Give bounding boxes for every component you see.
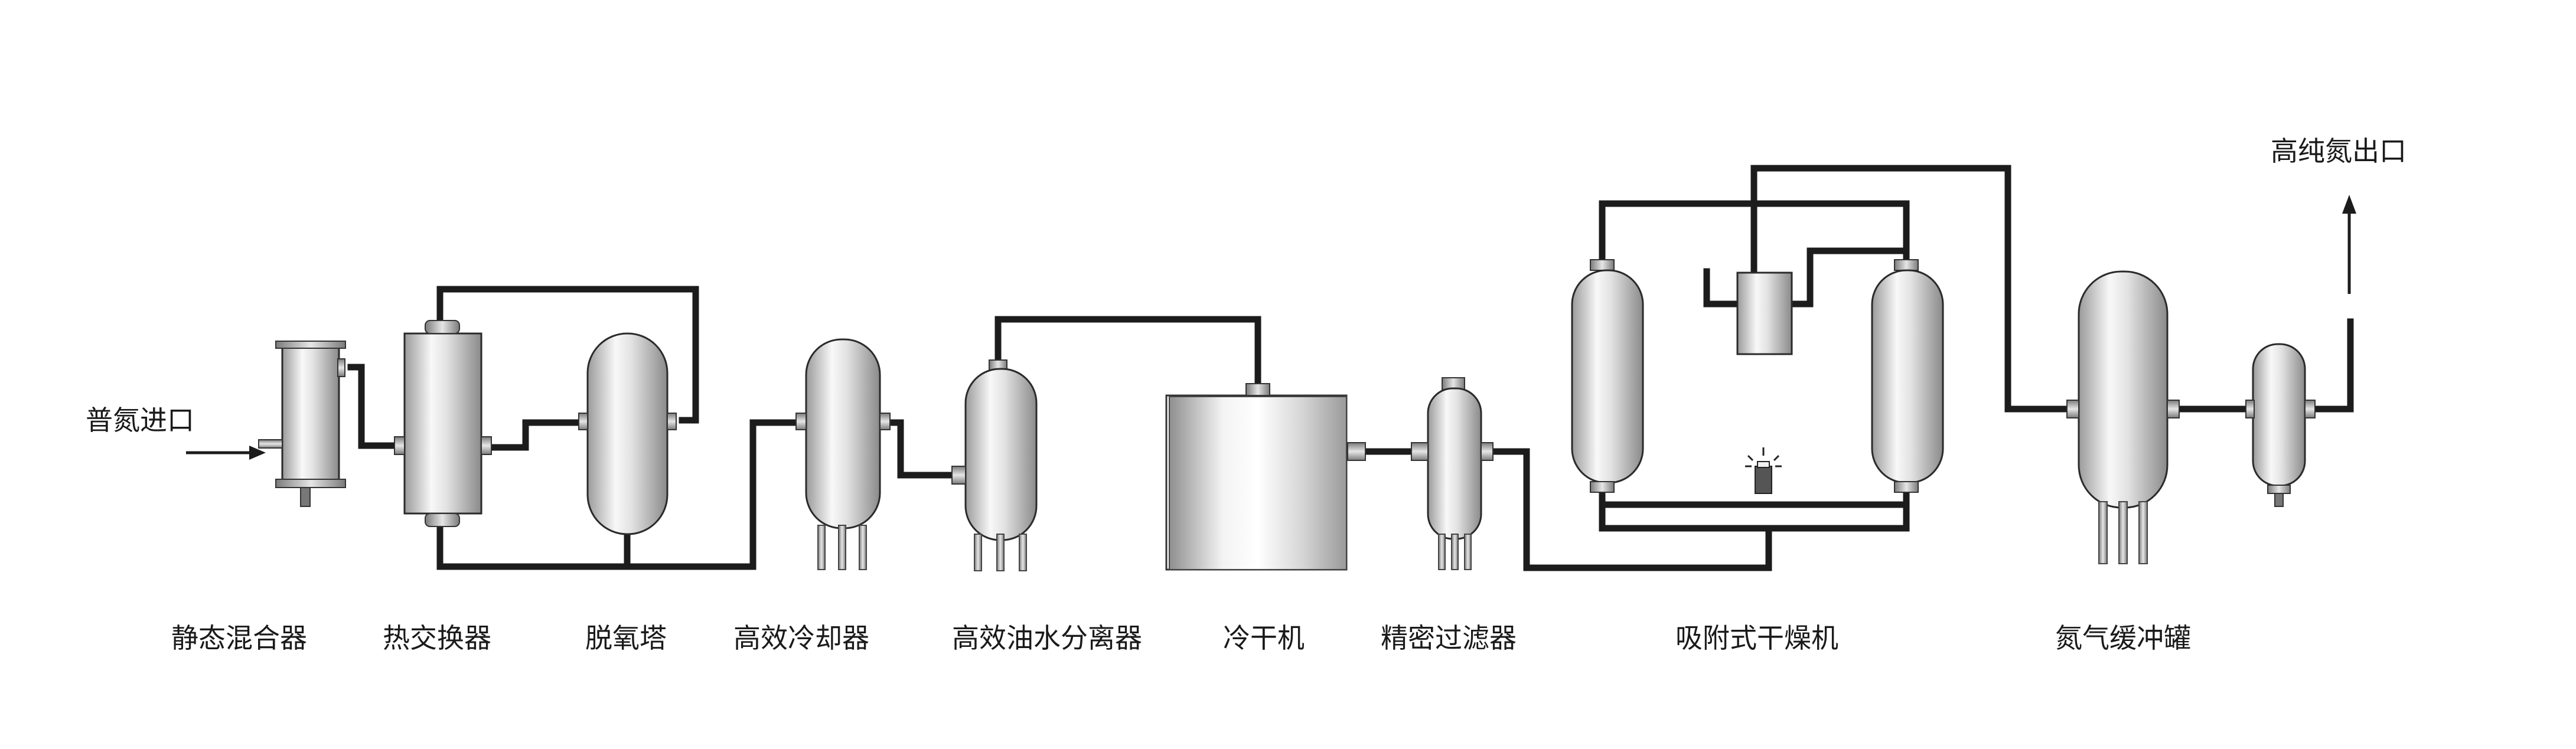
inlet-label: 普氮进口 <box>86 404 194 436</box>
label-static-mixer: 静态混合器 <box>171 622 307 654</box>
label-heat-exchanger: 热交换器 <box>383 622 491 654</box>
refrigerated-dryer <box>1165 383 1366 571</box>
outlet-arrow <box>2342 195 2356 294</box>
warning-light-icon <box>1745 447 1782 494</box>
label-adsorption-dryer: 吸附式干燥机 <box>1675 622 1838 654</box>
outlet-filter <box>2245 343 2316 507</box>
label-nitrogen-buffer-tank: 氮气缓冲罐 <box>2055 622 2191 654</box>
outlet-label: 高纯氮出口 <box>2271 135 2407 167</box>
oil-water-separator <box>951 359 1038 571</box>
deoxygenation-tower <box>578 332 677 535</box>
precision-filter <box>1411 377 1494 570</box>
nitrogen-buffer-tank <box>2066 270 2180 564</box>
heat-exchanger <box>394 320 492 527</box>
label-high-efficiency-cooler: 高效冷却器 <box>733 622 869 654</box>
static-mixer <box>258 341 346 507</box>
label-oil-water-separator: 高效油水分离器 <box>952 622 1142 654</box>
inlet-arrow <box>186 446 266 460</box>
label-refrigerated-dryer: 冷干机 <box>1223 622 1305 654</box>
label-deoxygenation-tower: 脱氧塔 <box>585 622 667 654</box>
label-precision-filter: 精密过滤器 <box>1381 622 1517 654</box>
adsorption-dryer <box>1571 259 1944 494</box>
pipework <box>347 165 2354 571</box>
high-efficiency-cooler <box>795 338 891 570</box>
